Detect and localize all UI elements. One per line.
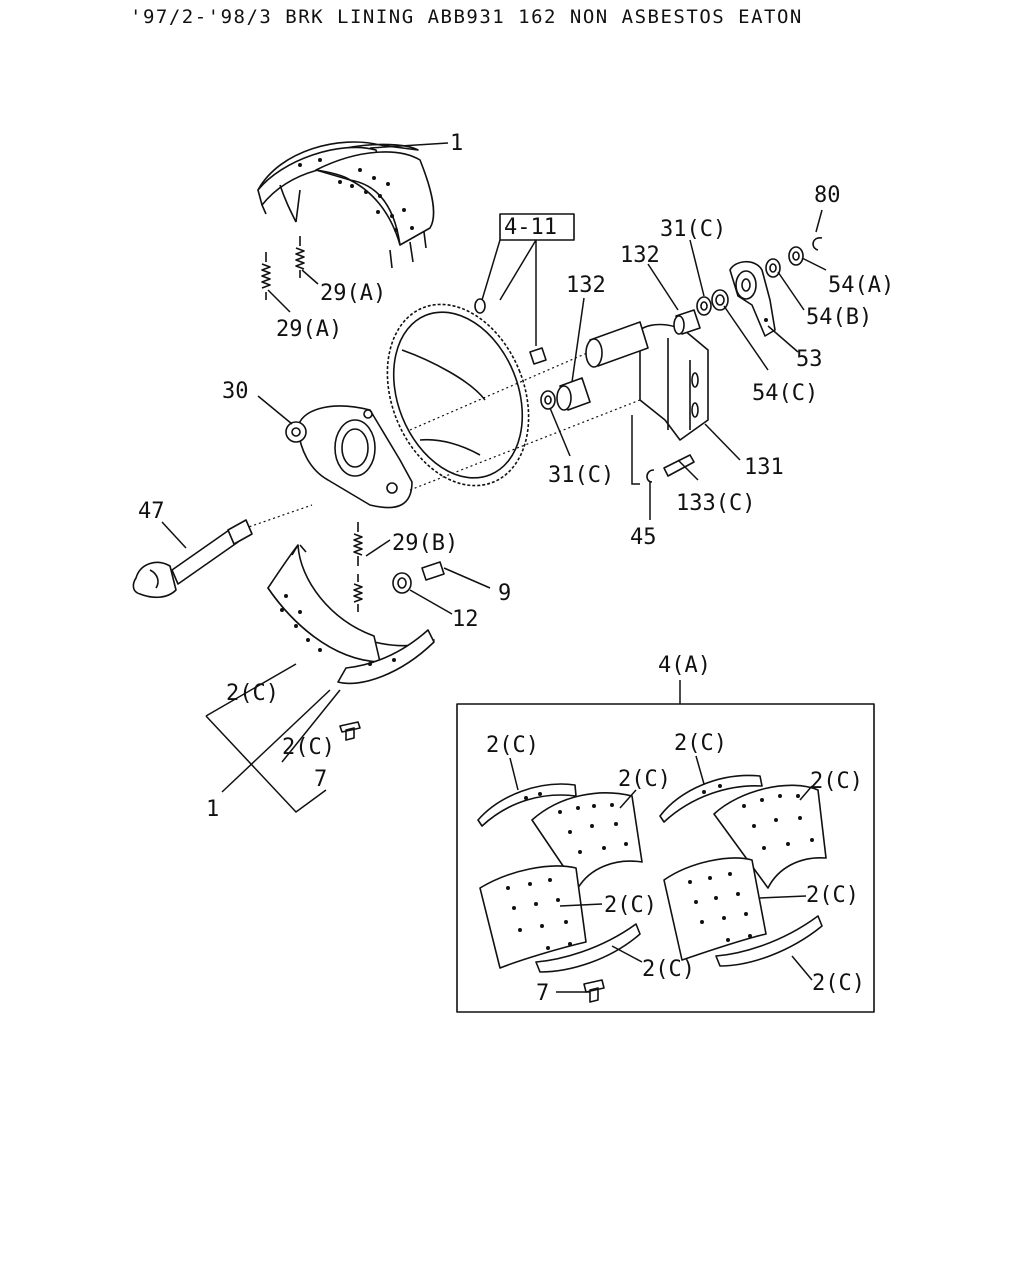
washer-54b [765, 258, 781, 278]
label-4a: 4(A) [658, 653, 711, 678]
label-box-2c-5: 2(C) [604, 893, 657, 918]
label-box-2c-1: 2(C) [486, 733, 539, 758]
rivet-7-kit [583, 979, 605, 1003]
label-box-2c-3: 2(C) [674, 731, 727, 756]
pin-9 [421, 561, 445, 581]
label-4-11: 4-11 [504, 215, 557, 240]
label-30: 30 [222, 379, 249, 404]
label-54b: 54(B) [806, 305, 872, 330]
label-133c: 133(C) [676, 491, 755, 516]
washer-54a [788, 246, 804, 266]
chamber-bracket [639, 323, 709, 441]
label-box-2c-4: 2(C) [810, 769, 863, 794]
washer-31c-upper [696, 296, 712, 316]
lower-brake-shoe [267, 544, 435, 685]
snap-ring-80 [812, 237, 823, 251]
roller-12 [392, 572, 412, 594]
label-2c-left2: 2(C) [282, 735, 335, 760]
bolt-133c [663, 454, 695, 477]
kit-4a-frame [456, 703, 875, 1013]
dust-shield [386, 303, 530, 487]
label-80: 80 [814, 183, 841, 208]
diagram-title: '97/2-'98/3 BRK LINING ABB931 162 NON AS… [130, 6, 803, 28]
label-box-4-11 [499, 213, 575, 241]
leader-lines [161, 142, 827, 993]
kit-shoe-bottom-right [663, 857, 823, 967]
label-54a: 54(A) [828, 273, 894, 298]
rivet-7-left [339, 721, 361, 741]
spring-29a-left [261, 252, 271, 300]
label-2c-left: 2(C) [226, 681, 279, 706]
label-box-2c-6: 2(C) [806, 883, 859, 908]
label-box-2c-2: 2(C) [618, 767, 671, 792]
label-132-a: 132 [620, 243, 660, 268]
label-31c-mid: 31(C) [548, 463, 614, 488]
camshaft-bushing [556, 309, 701, 411]
label-1-bottom: 1 [206, 797, 219, 822]
label-29a-1: 29(A) [320, 281, 386, 306]
label-7-left: 7 [314, 767, 327, 792]
washer-31c-lower [540, 390, 556, 410]
brake-spider [285, 405, 413, 509]
kit-shoe-top-right [659, 774, 827, 889]
kit-shoe-top-left [477, 783, 643, 889]
spring-29b [353, 522, 363, 612]
label-131: 131 [744, 455, 784, 480]
slack-adjuster [729, 260, 776, 337]
label-54c: 54(C) [752, 381, 818, 406]
label-box-2c-7: 2(C) [642, 957, 695, 982]
ring-45 [646, 469, 655, 483]
label-12: 12 [452, 607, 479, 632]
label-box-2c-8: 2(C) [812, 971, 865, 996]
part-labels: 1 4-11 80 31(C) 132 132 54(A) 29(A) 29(A… [138, 131, 894, 1006]
label-7-box: 7 [536, 981, 549, 1006]
label-9: 9 [498, 581, 511, 606]
small-nut-4-11 [529, 347, 547, 365]
label-29b: 29(B) [392, 531, 458, 556]
kit-shoe-bottom-left [479, 865, 641, 973]
label-29a-2: 29(A) [276, 317, 342, 342]
camshaft-47 [132, 519, 253, 599]
washer-54c [711, 289, 729, 311]
small-washer-4-11 [474, 298, 486, 314]
label-1-top: 1 [450, 131, 463, 156]
label-47: 47 [138, 499, 165, 524]
upper-brake-shoe [257, 141, 435, 269]
label-31c-top: 31(C) [660, 217, 726, 242]
label-132-b: 132 [566, 273, 606, 298]
label-45: 45 [630, 525, 657, 550]
spring-29a-right [295, 236, 305, 278]
label-53: 53 [796, 347, 823, 372]
